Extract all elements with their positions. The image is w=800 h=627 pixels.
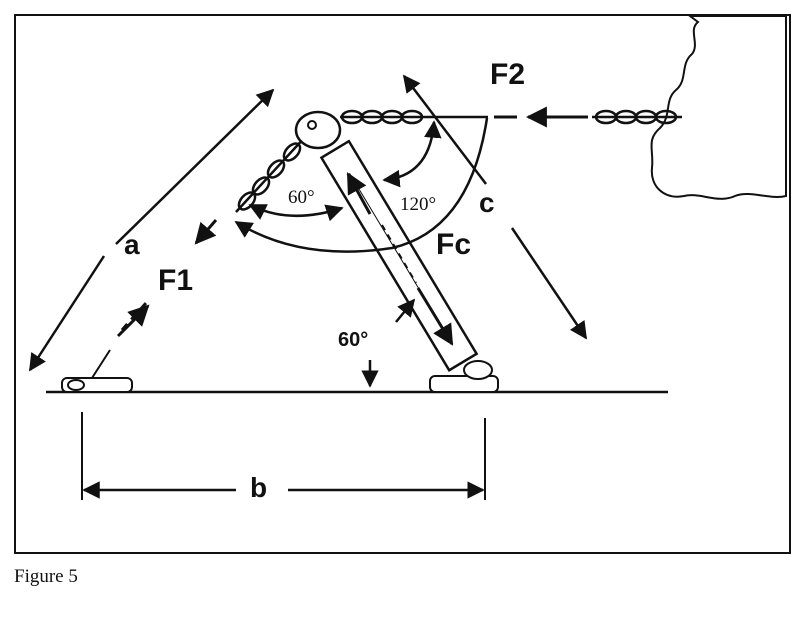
angle-arc-120-outer bbox=[234, 117, 489, 253]
f1-arrow-lower bbox=[116, 304, 150, 338]
figure-caption: Figure 5 bbox=[14, 566, 78, 587]
fc-dashed-up bbox=[381, 224, 417, 284]
angle-arc-120-inner bbox=[382, 120, 442, 188]
f1-arrow-upper bbox=[194, 219, 218, 245]
fc-arrow-up bbox=[346, 172, 372, 215]
anchor-left bbox=[61, 349, 133, 393]
label-c: c bbox=[479, 187, 495, 218]
dim-a-arrow-lower bbox=[28, 255, 106, 372]
label-f2: F2 bbox=[490, 58, 525, 91]
rock-outcrop bbox=[650, 15, 787, 200]
apex-knuckle bbox=[294, 110, 342, 150]
label-f1: F1 bbox=[158, 264, 193, 297]
dim-c-arrow-lower bbox=[510, 227, 588, 340]
label-a: a bbox=[124, 229, 140, 260]
dim-c-arrow-upper bbox=[402, 74, 487, 185]
label-angle-60-top: 60° bbox=[288, 187, 315, 208]
dim-a-arrow bbox=[115, 88, 275, 245]
label-angle-60-base: 60° bbox=[338, 329, 368, 351]
label-b: b bbox=[250, 472, 267, 503]
label-fc: Fc bbox=[436, 228, 471, 261]
fc-arrow-down bbox=[416, 287, 454, 346]
chain-apex-horizontal bbox=[340, 109, 488, 125]
angle-60-base-pointer-2 bbox=[395, 298, 416, 323]
label-angle-120: 120° bbox=[400, 194, 436, 215]
f1-dash bbox=[120, 302, 148, 331]
anchor-right bbox=[429, 360, 499, 393]
chain-to-rock bbox=[592, 109, 682, 125]
angle-arc-60-top bbox=[248, 203, 344, 222]
